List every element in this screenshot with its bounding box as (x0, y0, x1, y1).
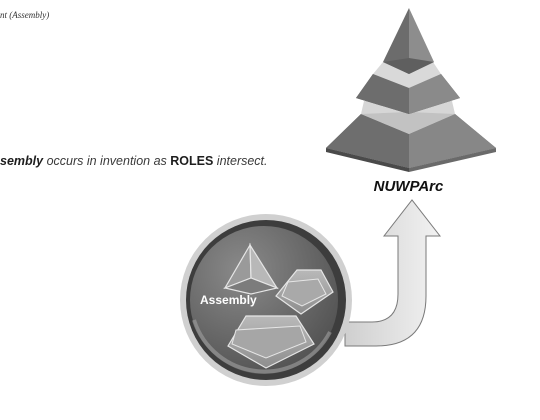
header-title: nt (Assembly) (0, 10, 50, 20)
small-trapezoid-icon (275, 269, 334, 315)
small-pyramid-icon (222, 242, 280, 295)
assembly-label: Assembly (200, 293, 257, 307)
assembly-disc (180, 214, 352, 386)
caption-text-end: intersect. (213, 154, 268, 168)
pyramid-icon (326, 8, 496, 172)
pyramid-label: NUWPArc (373, 178, 444, 195)
arrow-icon (344, 199, 442, 347)
caption: sembly occurs in invention as ROLES inte… (0, 154, 268, 168)
caption-text-middle: occurs in invention as (43, 154, 171, 168)
caption-roles-word: ROLES (170, 154, 214, 168)
large-trapezoid-icon (227, 315, 315, 369)
caption-assembly-word: sembly (0, 154, 44, 168)
